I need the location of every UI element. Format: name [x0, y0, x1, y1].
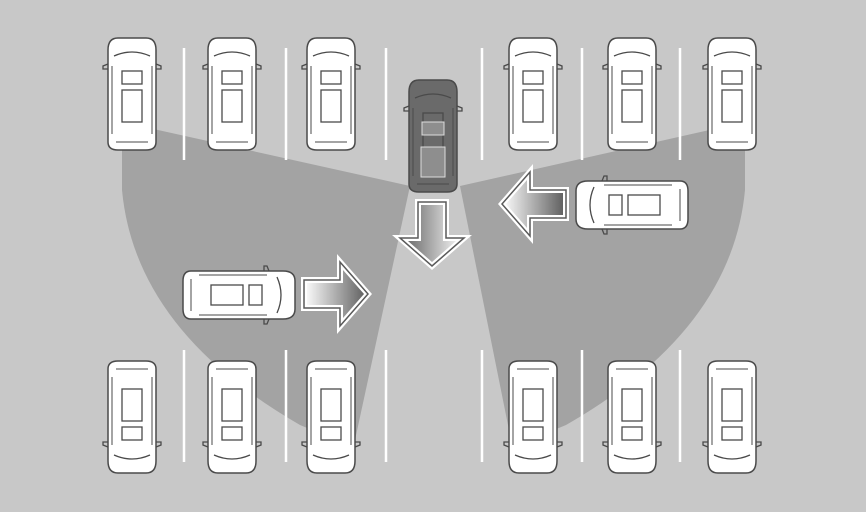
parked-car-top-6 [702, 37, 762, 151]
parked-car-bottom-4 [503, 360, 563, 474]
parked-car-bottom-2 [202, 360, 262, 474]
approaching-car-right [575, 175, 689, 235]
lane-lines-top [182, 48, 682, 160]
parked-car-bottom-3 [301, 360, 361, 474]
parked-car-top-3 [301, 37, 361, 151]
parked-car-top-1 [102, 37, 162, 151]
parked-car-top-4 [503, 37, 563, 151]
lane-lines-bottom [182, 350, 682, 462]
parked-car-bottom-1 [102, 360, 162, 474]
parked-car-bottom-5 [602, 360, 662, 474]
subject-car-rear-window [420, 146, 446, 178]
parked-car-top-5 [602, 37, 662, 151]
parked-car-top-2 [202, 37, 262, 151]
approaching-car-left [182, 265, 296, 325]
parked-car-bottom-6 [702, 360, 762, 474]
subject-car [403, 79, 463, 193]
subject-car-roof [421, 121, 445, 136]
